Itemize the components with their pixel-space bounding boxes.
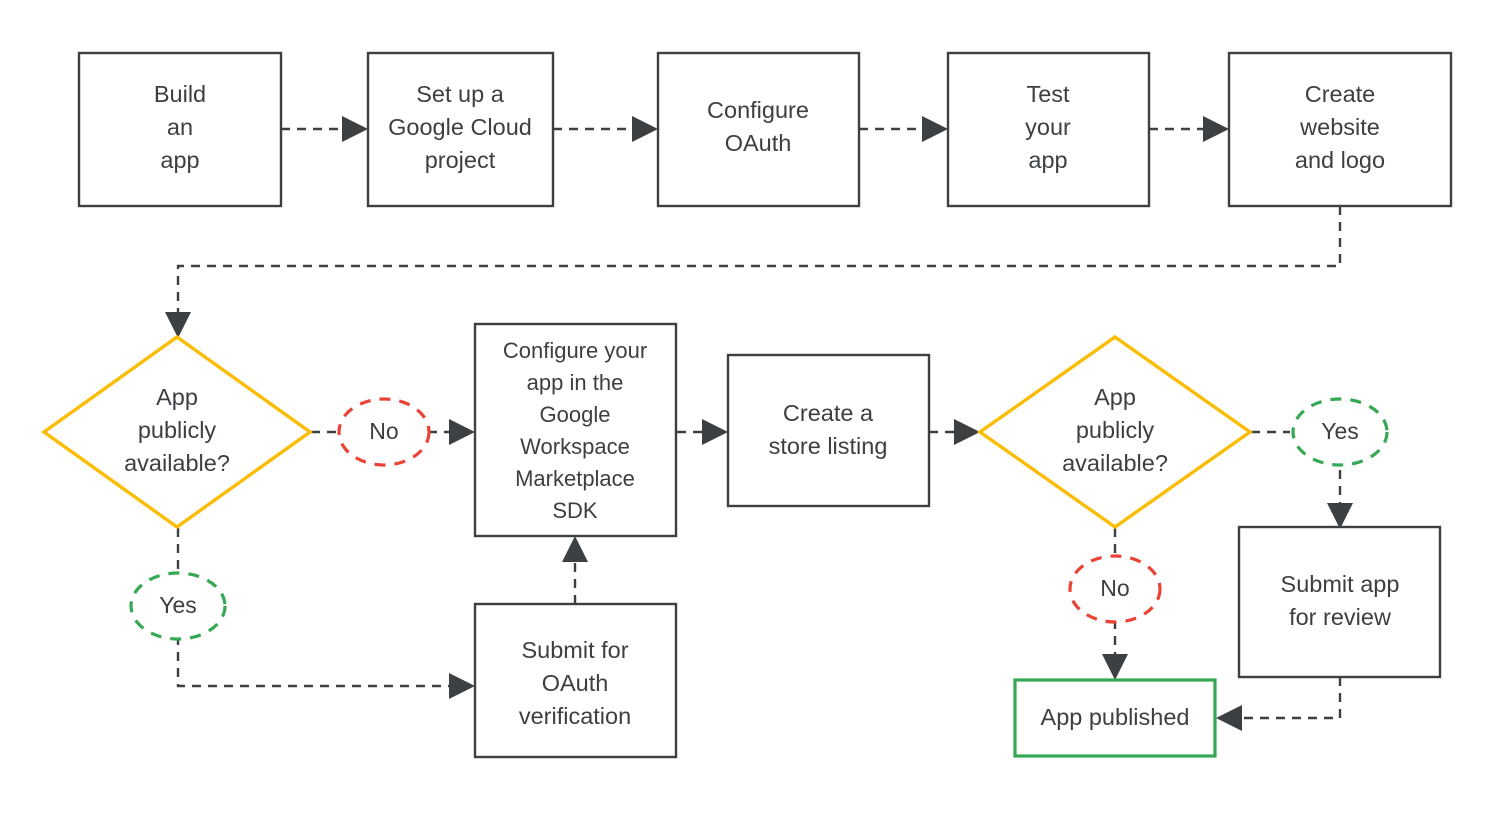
node-create-website-and-logo[interactable]: Create website and logo	[1227, 51, 1453, 208]
node-sdk-line-3: Google	[540, 402, 611, 427]
edge-label-no-2-text: No	[1100, 575, 1129, 601]
edge-label-no-1: No	[337, 397, 431, 467]
node-configure-oauth[interactable]: Configure OAuth	[656, 51, 861, 208]
edge-label-yes-2-text: Yes	[1321, 418, 1359, 444]
node-decision2-line-1: App	[1094, 384, 1136, 410]
node-decision1-line-2: publicly	[138, 417, 217, 443]
edge-label-yes-2: Yes	[1291, 397, 1389, 467]
node-set-up-google-cloud-project[interactable]: Set up a Google Cloud project	[366, 51, 555, 208]
node-store-listing-line-1: Create a	[783, 400, 874, 426]
node-setup-project-line-3: project	[425, 147, 496, 173]
node-test-your-app-line-2: your	[1025, 114, 1071, 140]
node-submit-review-line-2: for review	[1289, 604, 1392, 630]
connector-website-to-decision1	[165, 206, 1342, 338]
node-configure-app-marketplace-sdk[interactable]: Configure your app in the Google Workspa…	[473, 322, 678, 538]
node-build-an-app-line-1: Build	[154, 81, 206, 107]
node-decision1-line-1: App	[156, 384, 198, 410]
node-submit-app-for-review[interactable]: Submit app for review	[1237, 525, 1442, 679]
node-build-an-app[interactable]: Build an app	[77, 51, 283, 208]
node-configure-oauth-line-1: Configure	[707, 97, 809, 123]
node-sdk-line-2: app in the	[527, 370, 624, 395]
edge-label-yes-1-text: Yes	[159, 592, 197, 618]
connector-store-listing-to-decision2	[929, 419, 980, 445]
node-app-published-label: App published	[1041, 704, 1190, 730]
node-decision2-line-2: publicly	[1076, 417, 1155, 443]
connector-test-to-website	[1149, 116, 1229, 142]
node-sdk-line-4: Workspace	[520, 434, 630, 459]
node-store-listing-line-2: store listing	[769, 433, 888, 459]
node-create-website-line-1: Create	[1305, 81, 1376, 107]
connectors-layer	[165, 116, 1353, 731]
node-test-your-app[interactable]: Test your app	[946, 51, 1151, 208]
node-test-your-app-line-1: Test	[1026, 81, 1070, 107]
node-app-published[interactable]: App published	[1013, 678, 1217, 758]
node-sdk-line-5: Marketplace	[515, 466, 635, 491]
node-build-an-app-line-3: app	[160, 147, 199, 173]
edge-label-no-1-text: No	[369, 418, 398, 444]
connector-setup-to-oauth	[553, 116, 658, 142]
node-configure-oauth-line-2: OAuth	[725, 130, 792, 156]
node-sdk-line-6: SDK	[552, 498, 598, 523]
node-test-your-app-line-3: app	[1028, 147, 1067, 173]
node-submit-for-oauth-verification[interactable]: Submit for OAuth verification	[473, 602, 678, 759]
node-setup-project-line-2: Google Cloud	[388, 114, 532, 140]
node-decision2-line-3: available?	[1062, 450, 1168, 476]
node-submit-oauth-line-3: verification	[519, 703, 631, 729]
connector-decision1-no-to-sdk	[311, 419, 475, 445]
node-submit-oauth-line-2: OAuth	[542, 670, 609, 696]
connector-oauth-to-test	[859, 116, 948, 142]
node-create-website-line-2: website	[1299, 114, 1380, 140]
node-decision-app-publicly-available-2[interactable]: App publicly available?	[977, 334, 1253, 530]
connector-submit-review-to-app-published	[1216, 677, 1342, 731]
node-sdk-line-1: Configure your	[503, 338, 647, 363]
node-decision-app-publicly-available-1[interactable]: App publicly available?	[41, 334, 313, 530]
node-build-an-app-line-2: an	[167, 114, 193, 140]
node-submit-oauth-line-1: Submit for	[521, 637, 628, 663]
node-create-store-listing[interactable]: Create a store listing	[726, 353, 931, 508]
node-create-website-line-3: and logo	[1295, 147, 1385, 173]
node-submit-review-line-1: Submit app	[1281, 571, 1400, 597]
connector-decision1-yes-to-submit-oauth	[176, 528, 475, 699]
connector-sdk-to-store-listing	[677, 419, 728, 445]
edge-label-yes-1: Yes	[129, 571, 227, 641]
edge-label-no-2: No	[1068, 554, 1162, 624]
connector-build-to-setup	[281, 116, 368, 142]
connector-decision2-yes-to-submit-review	[1251, 430, 1353, 529]
node-setup-project-line-1: Set up a	[416, 81, 504, 107]
node-decision1-line-3: available?	[124, 450, 230, 476]
connector-decision2-no-to-app-published	[1102, 528, 1128, 680]
connector-submit-oauth-to-sdk	[562, 536, 588, 604]
